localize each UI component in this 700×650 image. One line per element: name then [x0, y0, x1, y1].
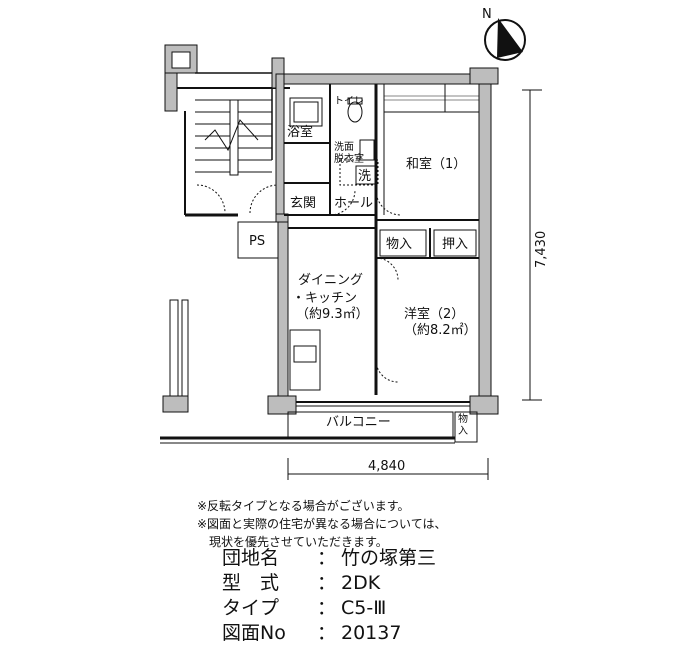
- walls: [162, 67, 499, 415]
- japanese-room-label: 和室（1）: [406, 156, 466, 172]
- hall-label: ホール: [334, 196, 373, 211]
- floor-plan: N: [160, 7, 549, 480]
- info-key: 型 式: [222, 572, 280, 594]
- info-value: 2DK: [341, 572, 381, 594]
- dimension-lines: [287, 89, 542, 480]
- property-info: 団地名 ： 竹の塚第三 型 式 ： 2DK タイプ ： C5-Ⅲ 図面No ： …: [222, 546, 436, 646]
- storage2-label-2: 入: [458, 426, 468, 437]
- dk-label-1: ダイニング: [298, 273, 363, 288]
- wash-label: 洗面: [334, 141, 354, 153]
- info-separator: ：: [317, 572, 337, 594]
- info-value: 20137: [341, 622, 402, 644]
- dk-label-2: ・キッチン: [292, 291, 357, 306]
- washer-box: [355, 165, 377, 185]
- north-arrow-icon: N: [482, 7, 526, 61]
- notes: ※反転タイプとなる場合がございます。 ※図面と実際の住宅が異なる場合については、…: [197, 497, 446, 551]
- note-2: ※図面と実際の住宅が異なる場合については、: [197, 517, 447, 531]
- info-row-drawing-no: 図面No ： 20137: [222, 621, 436, 646]
- note-3: 現状を優先させていただきます。: [197, 535, 388, 549]
- north-label: N: [482, 7, 492, 22]
- dressing-label: 脱衣室: [334, 152, 364, 165]
- width-dimension: 4,840: [368, 459, 405, 474]
- note-1: ※反転タイプとなる場合がございます。: [197, 499, 410, 513]
- stairwell: [164, 44, 290, 217]
- washer-label: 洗: [358, 169, 371, 184]
- info-separator: ：: [317, 622, 337, 644]
- info-key: タイプ: [222, 597, 280, 619]
- dk-label-3: （約9.3㎡）: [296, 307, 369, 322]
- western-room-label-1: 洋室（2）: [404, 306, 464, 322]
- info-row-model: 型 式 ： 2DK: [222, 571, 436, 596]
- storage2-label-1: 物: [458, 412, 468, 425]
- info-separator: ：: [317, 547, 337, 569]
- info-value: C5-Ⅲ: [341, 597, 387, 619]
- ps-label: PS: [249, 234, 265, 249]
- closet-label: 押入: [442, 237, 468, 252]
- entrance-label: 玄関: [290, 196, 316, 211]
- bath-label: 浴室: [287, 124, 313, 140]
- info-key: 団地名: [222, 547, 280, 569]
- storage1-label: 物入: [386, 237, 412, 252]
- depth-dimension: 7,430: [534, 231, 549, 268]
- info-key: 図面No: [222, 622, 286, 644]
- balcony-label: バルコニー: [326, 415, 391, 430]
- interior-walls: [160, 84, 479, 444]
- info-value: 竹の塚第三: [341, 547, 437, 569]
- info-separator: ：: [317, 597, 337, 619]
- info-row-type: タイプ ： C5-Ⅲ: [222, 596, 436, 621]
- info-row-complex: 団地名 ： 竹の塚第三: [222, 546, 436, 571]
- toilet-label: トイレ: [334, 96, 364, 107]
- western-room-label-2: （約8.2㎡）: [404, 323, 477, 338]
